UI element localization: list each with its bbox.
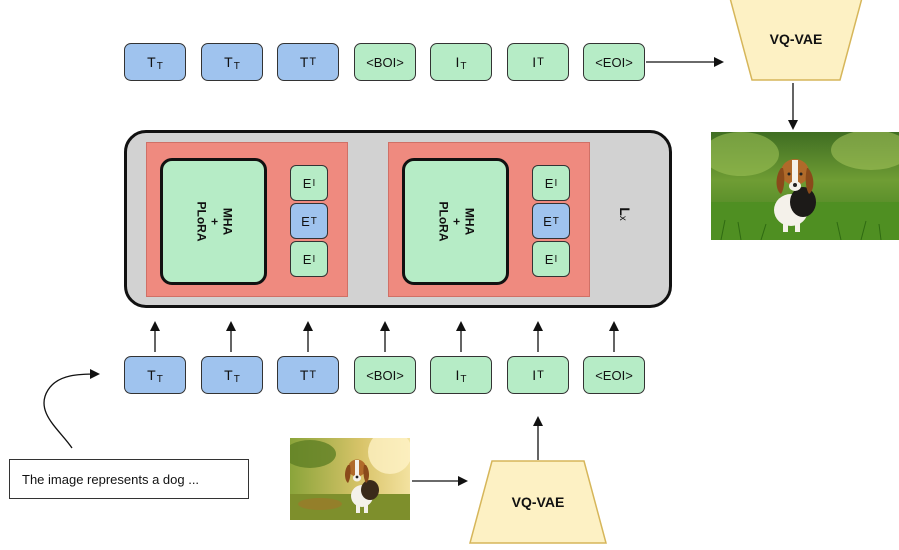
input-token: <EOI>	[583, 356, 645, 394]
token-subscript: T	[309, 369, 317, 381]
expert-subscript: I	[554, 177, 558, 189]
token-label: I	[532, 54, 537, 70]
expert-subscript: T	[310, 215, 317, 227]
token-subscript: T	[156, 373, 163, 385]
token-label: T	[147, 367, 156, 383]
expert-subscript: I	[554, 253, 558, 265]
input-dog-image	[290, 438, 410, 520]
token-label: <BOI>	[366, 54, 404, 70]
mha-plora-module-2: MHA + PLoRA	[402, 158, 509, 285]
token-subscript: T	[233, 373, 240, 385]
input-caption-text: The image represents a dog ...	[22, 471, 200, 487]
expert-label: E	[302, 251, 312, 267]
layers-label: Lx	[617, 207, 633, 221]
token-label: T	[299, 54, 309, 70]
vqvae-encoder-label: VQ-VAE	[511, 494, 565, 510]
token-label: <EOI>	[595, 367, 633, 383]
expert-subscript: I	[312, 253, 316, 265]
token-subscript: T	[537, 369, 544, 381]
token-label: I	[532, 367, 537, 383]
output-token: <EOI>	[583, 43, 645, 81]
expert-subscript: I	[312, 177, 316, 189]
expert-label: E	[302, 175, 312, 191]
token-label: I	[455, 54, 460, 70]
token-label: <BOI>	[366, 367, 404, 383]
token-label: T	[224, 54, 233, 70]
expert-subscript: T	[552, 215, 559, 227]
token-subscript: T	[537, 56, 544, 68]
vqvae-encoder: VQ-VAE	[468, 459, 608, 545]
token-subscript: T	[460, 373, 467, 385]
vqvae-decoder-label: VQ-VAE	[769, 31, 823, 47]
expert-label: E	[543, 213, 552, 229]
token-label: T	[147, 54, 156, 70]
token-subscript: T	[460, 60, 467, 72]
expert-label: E	[544, 175, 554, 191]
mha-plora-module-1: MHA + PLoRA	[160, 158, 267, 285]
token-label: I	[455, 367, 460, 383]
token-subscript: T	[156, 60, 163, 72]
output-dog-image	[711, 132, 899, 240]
expert-label: E	[301, 213, 310, 229]
mha-plora-label-2: MHA + PLoRA	[436, 201, 476, 242]
arrow-caption-to-tokens	[43, 369, 100, 449]
input-token: <BOI>	[354, 356, 416, 394]
token-label: <EOI>	[595, 54, 633, 70]
token-subscript: T	[233, 60, 240, 72]
input-caption-box: The image represents a dog ...	[9, 459, 249, 499]
token-subscript: T	[309, 56, 317, 68]
vqvae-decoder-shape	[729, 0, 863, 81]
token-label: T	[224, 367, 233, 383]
vqvae-decoder: VQ-VAE	[728, 0, 864, 82]
vqvae-encoder-shape	[469, 460, 607, 544]
output-token: <BOI>	[354, 43, 416, 81]
expert-label: E	[544, 251, 554, 267]
token-label: T	[299, 367, 309, 383]
mha-plora-label-1: MHA + PLoRA	[194, 201, 234, 242]
